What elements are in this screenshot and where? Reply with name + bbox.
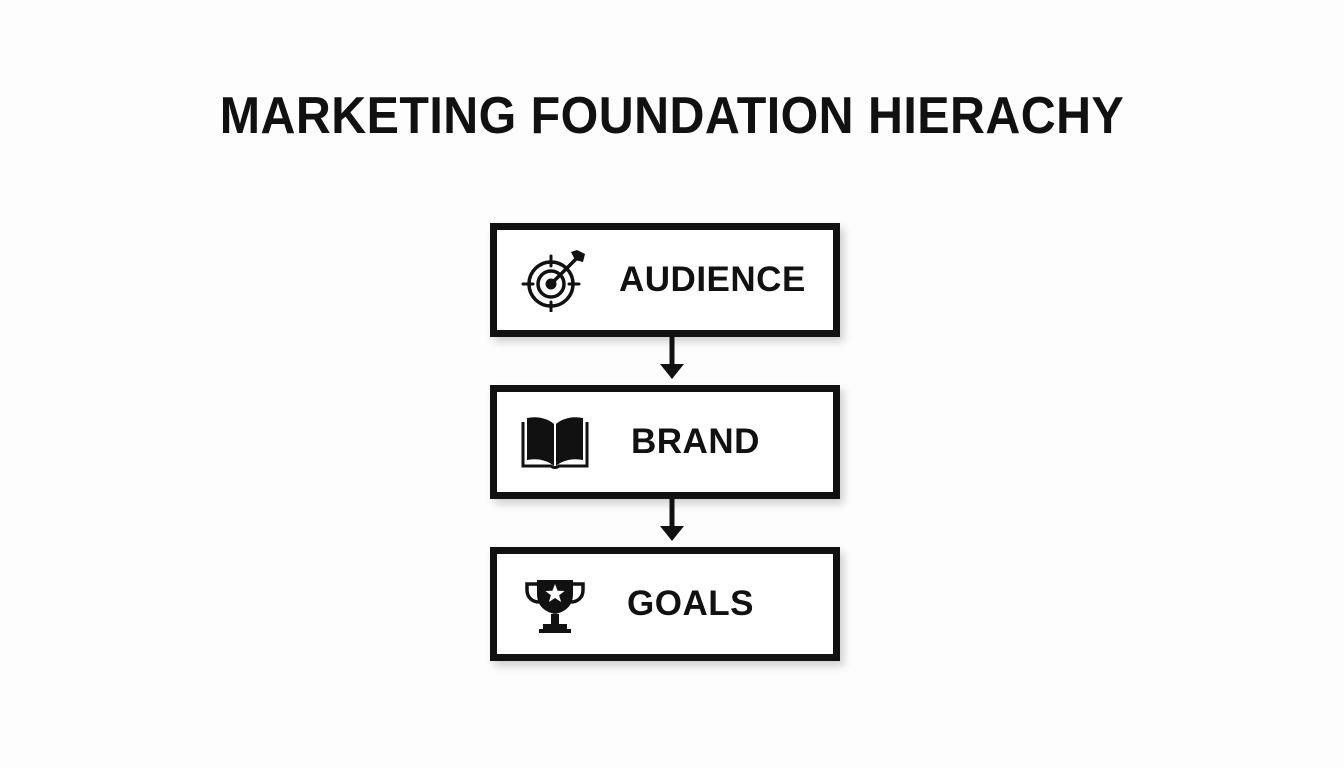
diagram-title: MARKETING FOUNDATION HIERACHY [219,87,1125,145]
hierarchy-label-audience: AUDIENCE [619,260,806,299]
hierarchy-label-goals: GOALS [627,584,754,623]
hierarchy-box-audience: AUDIENCE [490,223,840,337]
down-arrow-connector [652,337,692,385]
target-arrow-icon [521,248,589,312]
hierarchy-box-goals: GOALS [490,547,840,661]
down-arrow-connector [652,499,692,547]
hierarchy-label-brand: BRAND [631,422,760,461]
open-book-icon [521,410,589,474]
trophy-star-icon [521,572,589,636]
hierarchy-box-brand: BRAND [490,385,840,499]
